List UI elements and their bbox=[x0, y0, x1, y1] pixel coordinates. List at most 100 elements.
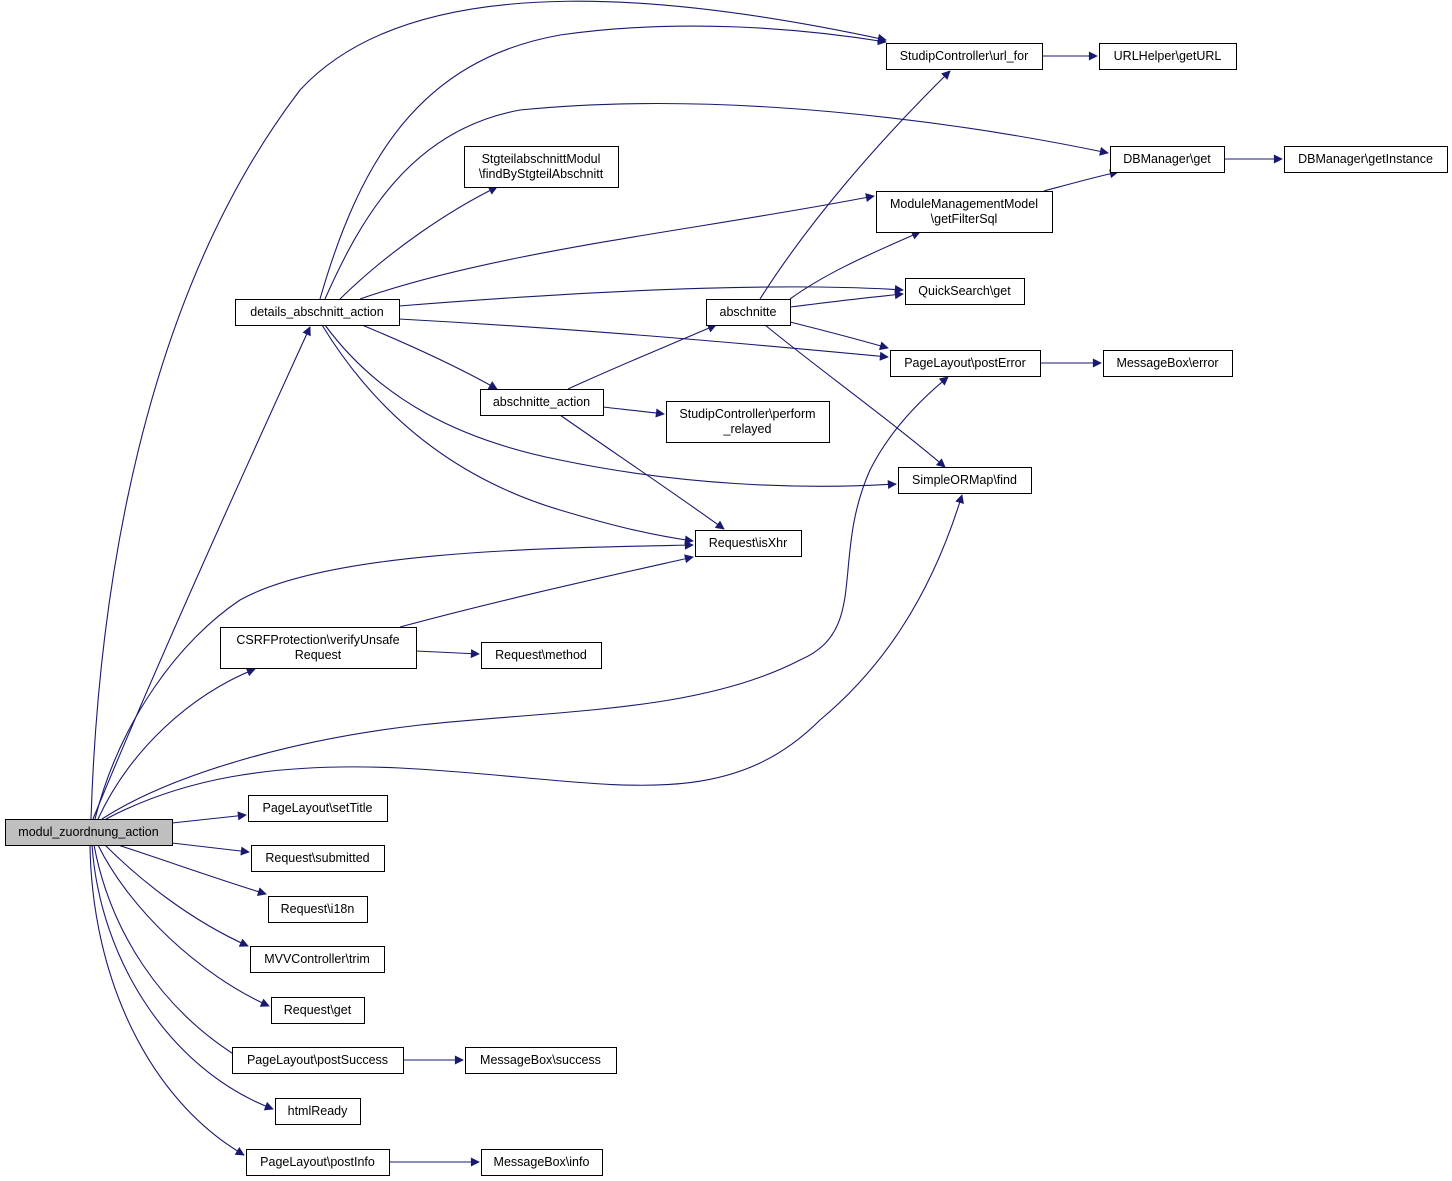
node-label-csrf_verify_unsafe_request-line-1: CSRFProtection\verifyUnsafe bbox=[236, 633, 399, 647]
node-label-messagebox_success: MessageBox\success bbox=[480, 1053, 601, 1067]
node-box-modul_zuordnung_action[interactable] bbox=[5, 819, 173, 846]
node-label-pagelayout_post_success: PageLayout\postSuccess bbox=[247, 1053, 388, 1067]
node-box-abschnitte[interactable] bbox=[706, 299, 791, 326]
node-label-studipcontroller_url_for: StudipController\url_for bbox=[900, 49, 1029, 63]
node-studipcontroller_url_for[interactable]: StudipController\url_for bbox=[886, 43, 1043, 70]
node-label-modulemanagementmodel_getfiltersql-line-1: ModuleManagementModel bbox=[890, 197, 1038, 211]
node-box-studipcontroller_perform_relayed[interactable] bbox=[666, 401, 830, 443]
node-messagebox_success[interactable]: MessageBox\success bbox=[465, 1047, 617, 1074]
node-label-request_submitted: Request\submitted bbox=[265, 851, 369, 865]
node-box-messagebox_info[interactable] bbox=[481, 1149, 603, 1176]
node-label-request_get: Request\get bbox=[284, 1003, 352, 1017]
edge-modul_zuordnung_action-to-mvvcontroller_trim bbox=[104, 844, 249, 947]
node-request_submitted[interactable]: Request\submitted bbox=[251, 845, 385, 872]
node-label-request_method: Request\method bbox=[495, 648, 587, 662]
node-box-request_submitted[interactable] bbox=[251, 845, 385, 872]
edge-abschnitte_action-to-request_is_xhr bbox=[559, 414, 725, 530]
node-label-pagelayout_post_info: PageLayout\postInfo bbox=[260, 1155, 375, 1169]
node-label-mvvcontroller_trim: MVVController\trim bbox=[264, 952, 370, 966]
node-box-mvvcontroller_trim[interactable] bbox=[250, 946, 385, 973]
node-label-simpleormap_find: SimpleORMap\find bbox=[912, 473, 1017, 487]
node-html_ready[interactable]: htmlReady bbox=[275, 1098, 361, 1125]
node-label-html_ready: htmlReady bbox=[288, 1104, 348, 1118]
edge-modul_zuordnung_action-to-studipcontroller_url_for bbox=[90, 0, 887, 820]
edge-details_abschnitt_action-to-quicksearch_get bbox=[398, 284, 904, 307]
node-messagebox_error[interactable]: MessageBox\error bbox=[1103, 350, 1233, 377]
node-box-html_ready[interactable] bbox=[275, 1098, 361, 1125]
node-box-pagelayout_post_success[interactable] bbox=[232, 1047, 404, 1074]
edge-modulemanagementmodel_getfiltersql-to-dbmanager_get bbox=[1043, 169, 1119, 192]
node-dbmanager_getinstance[interactable]: DBManager\getInstance bbox=[1284, 146, 1448, 173]
node-box-stgteilabschnittmodul_find[interactable] bbox=[464, 146, 619, 188]
node-label-abschnitte: abschnitte bbox=[720, 305, 777, 319]
node-box-request_i18n[interactable] bbox=[268, 896, 368, 923]
node-pagelayout_post_info[interactable]: PageLayout\postInfo bbox=[246, 1149, 390, 1176]
node-label-request_is_xhr: Request\isXhr bbox=[709, 536, 788, 550]
node-studipcontroller_perform_relayed[interactable]: StudipController\perform_relayed bbox=[666, 401, 830, 443]
node-box-simpleormap_find[interactable] bbox=[898, 467, 1032, 494]
node-request_is_xhr[interactable]: Request\isXhr bbox=[695, 530, 802, 557]
edge-abschnitte-to-quicksearch_get bbox=[789, 290, 904, 308]
node-box-request_method[interactable] bbox=[481, 642, 602, 669]
node-box-request_get[interactable] bbox=[271, 997, 365, 1024]
edge-abschnitte-to-studipcontroller_url_for bbox=[759, 70, 951, 300]
node-label-pagelayout_post_error: PageLayout\postError bbox=[904, 356, 1026, 370]
edge-modul_zuordnung_action-to-request_i18n bbox=[117, 844, 267, 896]
node-box-messagebox_error[interactable] bbox=[1103, 350, 1233, 377]
nodes: modul_zuordnung_action details_abschnitt_… bbox=[5, 43, 1448, 1176]
node-box-pagelayout_post_info[interactable] bbox=[246, 1149, 390, 1176]
node-label-request_i18n: Request\i18n bbox=[281, 902, 355, 916]
node-details_abschnitt_action[interactable]: details_abschnitt_action bbox=[235, 299, 400, 326]
node-pagelayout_set_title[interactable]: PageLayout\setTitle bbox=[248, 795, 388, 822]
node-pagelayout_post_error[interactable]: PageLayout\postError bbox=[890, 350, 1041, 377]
node-mvvcontroller_trim[interactable]: MVVController\trim bbox=[250, 946, 385, 973]
node-box-pagelayout_post_error[interactable] bbox=[890, 350, 1041, 377]
node-quicksearch_get[interactable]: QuickSearch\get bbox=[905, 278, 1025, 305]
node-box-csrf_verify_unsafe_request[interactable] bbox=[220, 627, 417, 669]
node-urlhelper_geturl[interactable]: URLHelper\getURL bbox=[1099, 43, 1237, 70]
node-dbmanager_get[interactable]: DBManager\get bbox=[1110, 146, 1225, 173]
node-box-dbmanager_get[interactable] bbox=[1110, 146, 1225, 173]
edge-details_abschnitt_action-to-modulemanagementmodel_getfiltersql bbox=[359, 193, 875, 300]
node-box-quicksearch_get[interactable] bbox=[905, 278, 1025, 305]
node-label-stgteilabschnittmodul_find-line-2: \findByStgteilAbschnitt bbox=[479, 167, 604, 181]
node-box-messagebox_success[interactable] bbox=[465, 1047, 617, 1074]
node-request_method[interactable]: Request\method bbox=[481, 642, 602, 669]
node-stgteilabschnittmodul_find[interactable]: StgteilabschnittModul\findByStgteilAbsch… bbox=[464, 146, 619, 188]
edge-details_abschnitt_action-to-abschnitte_action bbox=[361, 324, 498, 390]
node-abschnitte_action[interactable]: abschnitte_action bbox=[480, 389, 604, 416]
node-box-details_abschnitt_action[interactable] bbox=[235, 299, 400, 326]
edge-modul_zuordnung_action-to-request_submitted bbox=[171, 842, 250, 856]
node-label-pagelayout_set_title: PageLayout\setTitle bbox=[262, 801, 372, 815]
node-pagelayout_post_success[interactable]: PageLayout\postSuccess bbox=[232, 1047, 404, 1074]
edge-abschnitte-to-simpleormap_find bbox=[764, 324, 946, 468]
edge-modul_zuordnung_action-to-simpleormap_find bbox=[105, 494, 964, 820]
node-box-abschnitte_action[interactable] bbox=[480, 389, 604, 416]
edge-details_abschnitt_action-to-stgteilabschnittmodul_find bbox=[339, 186, 498, 300]
node-box-request_is_xhr[interactable] bbox=[695, 530, 802, 557]
edge-modul_zuordnung_action-to-details_abschnitt_action bbox=[92, 326, 311, 820]
node-request_get[interactable]: Request\get bbox=[271, 997, 365, 1024]
edge-details_abschnitt_action-to-simpleormap_find bbox=[324, 324, 897, 489]
node-simpleormap_find[interactable]: SimpleORMap\find bbox=[898, 467, 1032, 494]
node-label-dbmanager_get: DBManager\get bbox=[1123, 152, 1211, 166]
node-box-studipcontroller_url_for[interactable] bbox=[886, 43, 1043, 70]
edge-modul_zuordnung_action-to-csrf_verify_unsafe_request bbox=[97, 667, 256, 820]
node-box-pagelayout_set_title[interactable] bbox=[248, 795, 388, 822]
node-label-quicksearch_get: QuickSearch\get bbox=[918, 284, 1011, 298]
node-box-modulemanagementmodel_getfiltersql[interactable] bbox=[876, 191, 1053, 233]
edges bbox=[89, 0, 1283, 1167]
node-label-dbmanager_getinstance: DBManager\getInstance bbox=[1298, 152, 1433, 166]
node-request_i18n[interactable]: Request\i18n bbox=[268, 896, 368, 923]
node-modulemanagementmodel_getfiltersql[interactable]: ModuleManagementModel\getFilterSql bbox=[876, 191, 1053, 233]
node-label-modul_zuordnung_action: modul_zuordnung_action bbox=[18, 825, 158, 839]
node-box-dbmanager_getinstance[interactable] bbox=[1284, 146, 1448, 173]
node-label-details_abschnitt_action: details_abschnitt_action bbox=[250, 305, 383, 319]
node-messagebox_info[interactable]: MessageBox\info bbox=[481, 1149, 603, 1176]
node-box-urlhelper_geturl[interactable] bbox=[1099, 43, 1237, 70]
node-modul_zuordnung_action[interactable]: modul_zuordnung_action bbox=[5, 819, 173, 846]
node-abschnitte[interactable]: abschnitte bbox=[706, 299, 791, 326]
edge-modul_zuordnung_action-to-request_get bbox=[97, 844, 270, 1007]
edge-details_abschnitt_action-to-studipcontroller_url_for bbox=[319, 25, 887, 300]
